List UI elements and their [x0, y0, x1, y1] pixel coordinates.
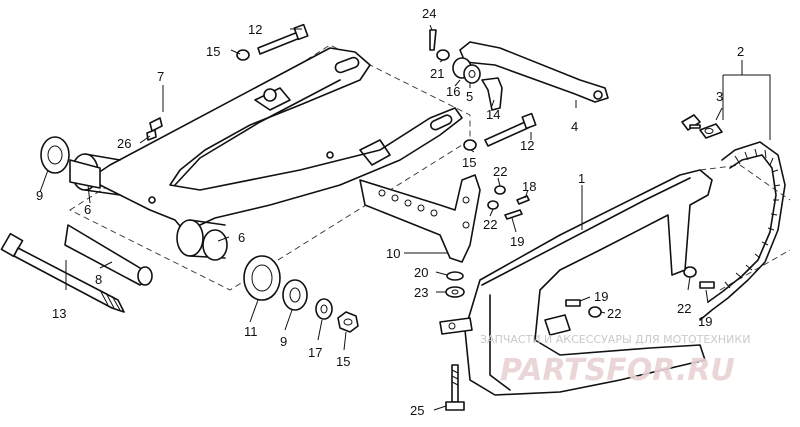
collar-right: [202, 229, 228, 261]
callout-22-c: 22: [607, 306, 621, 321]
watermark: ЗАПЧАСТИ И АКСЕССУАРЫ ДЛЯ МОТОТЕХНИКИ PA…: [480, 333, 750, 388]
callout-26: 26: [117, 136, 131, 151]
swingarm: [71, 47, 463, 259]
callout-19-c: 19: [594, 289, 608, 304]
callout-9-left: 9: [36, 188, 43, 203]
pivot-parts: [40, 136, 308, 311]
callout-15-right: 15: [462, 155, 476, 170]
callout-labels: 12 15 7 26 9 6 8 13 6 11 9 17 15 24 21 1…: [36, 6, 744, 418]
callout-11: 11: [244, 324, 258, 339]
callout-18: 17: [308, 345, 322, 360]
bearing: [243, 255, 281, 301]
callout-19-a: 18: [522, 179, 536, 194]
small-hardware: [487, 185, 715, 318]
callout-21: 21: [430, 66, 444, 81]
callout-12-right: 12: [520, 138, 534, 153]
washer-and-nut: [315, 298, 359, 333]
callout-3: 3: [716, 89, 723, 104]
callout-22-a: 22: [493, 164, 507, 179]
bracket: [359, 174, 481, 298]
callout-2: 2: [737, 44, 744, 59]
callout-19-b: 19: [510, 234, 524, 249]
callout-9-right: 9: [280, 334, 287, 349]
callout-7: 7: [157, 69, 164, 84]
watermark-brand: PARTSFOR.RU: [500, 353, 735, 388]
callout-8: 8: [95, 272, 102, 287]
callout-19-d: 19: [698, 314, 712, 329]
callout-13: 13: [52, 306, 66, 321]
callout-20: 20: [414, 265, 428, 280]
watermark-caption: ЗАПЧАСТИ И АКСЕССУАРЫ ДЛЯ МОТОТЕХНИКИ: [480, 333, 750, 346]
callout-17: 16: [446, 84, 460, 99]
callout-6-left: 6: [84, 202, 91, 217]
callout-4: 4: [571, 119, 578, 134]
callout-15-top: 15: [206, 44, 220, 59]
collar-left: [69, 159, 101, 189]
callout-25: 25: [410, 403, 424, 418]
lower-bolt: [445, 364, 465, 411]
callout-16: 15: [336, 354, 350, 369]
drive-chain: [681, 114, 786, 321]
callout-24: 24: [422, 6, 436, 21]
callout-22-b: 22: [483, 217, 497, 232]
dust-seal-left: [40, 136, 70, 174]
torque-link: [429, 29, 609, 111]
callout-22-d: 22: [677, 301, 691, 316]
callout-5: 5: [466, 89, 473, 104]
callout-23: 23: [414, 285, 428, 300]
pivot-bolt: [0, 232, 125, 313]
callout-6-right: 6: [238, 230, 245, 245]
chain-case: [439, 169, 713, 396]
callout-14: 14: [486, 107, 500, 122]
callout-10: 10: [386, 246, 400, 261]
leader-lines: [39, 24, 771, 411]
dust-seal-right: [282, 279, 308, 311]
callout-12-top: 12: [248, 22, 262, 37]
top-bolts: [236, 23, 537, 151]
callout-1: 1: [578, 171, 585, 186]
